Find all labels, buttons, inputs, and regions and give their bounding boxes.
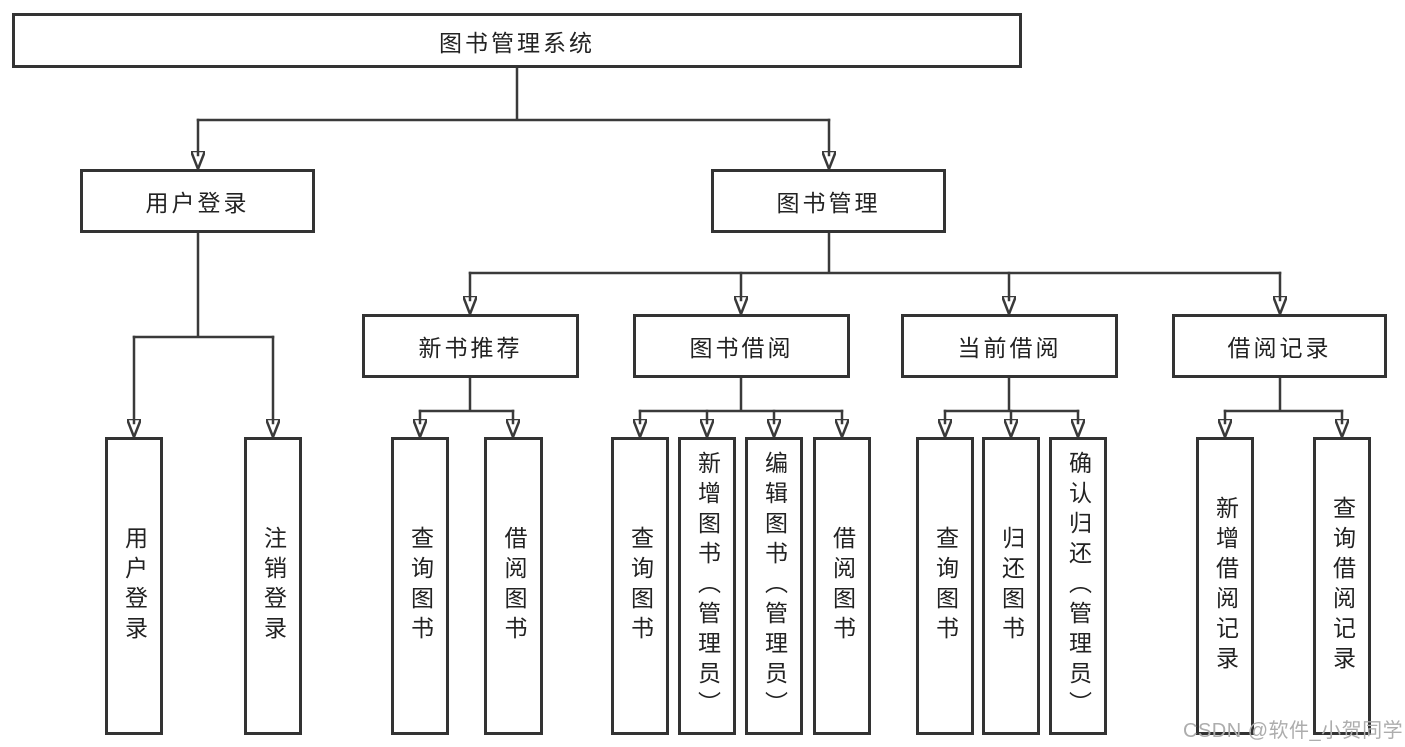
leaf-query-books-current: 查询图书 [916, 437, 974, 735]
edge-trunks-and-crossbars [132, 66, 1344, 413]
leaf-label: 新增借阅记录 [1212, 496, 1239, 676]
leaf-label: 注销登录 [260, 526, 287, 646]
leaf-return-books: 归还图书 [982, 437, 1040, 735]
node-new-book-recommendation: 新书推荐 [362, 314, 579, 378]
node-book-management: 图书管理 [711, 169, 946, 233]
leaf-label: 确认归还（管理员） [1065, 451, 1092, 721]
leaf-query-borrow-record: 查询借阅记录 [1313, 437, 1371, 735]
leaf-query-books-borrowing: 查询图书 [611, 437, 669, 735]
node-book-borrowing: 图书借阅 [633, 314, 850, 378]
leaf-edit-books-admin: 编辑图书（管理员） [745, 437, 803, 735]
leaf-add-books-admin: 新增图书（管理员） [678, 437, 736, 735]
leaf-label: 新增图书（管理员） [694, 451, 721, 721]
node-label: 借阅记录 [1227, 335, 1332, 361]
leaf-label: 借阅图书 [829, 526, 856, 646]
leaf-confirm-return-admin: 确认归还（管理员） [1049, 437, 1107, 735]
leaf-logout: 注销登录 [244, 437, 302, 735]
watermark: CSDN @软件_小贺同学 [1183, 720, 1404, 742]
leaf-user-login: 用户登录 [105, 437, 163, 735]
leaf-query-books-recommend: 查询图书 [391, 437, 449, 735]
leaf-label: 查询图书 [627, 526, 654, 646]
node-current-borrowing: 当前借阅 [901, 314, 1118, 378]
node-label: 用户登录 [145, 190, 250, 216]
node-library-system-root: 图书管理系统 [12, 13, 1022, 68]
node-label: 图书借阅 [689, 335, 794, 361]
node-borrowing-records: 借阅记录 [1172, 314, 1387, 378]
leaf-label: 归还图书 [998, 526, 1025, 646]
leaf-borrow-books-recommend: 借阅图书 [484, 437, 543, 735]
leaf-label: 查询图书 [407, 526, 434, 646]
leaf-label: 编辑图书（管理员） [761, 451, 788, 721]
leaf-borrow-books-borrowing: 借阅图书 [813, 437, 871, 735]
leaf-label: 借阅图书 [501, 526, 527, 646]
node-label: 新书推荐 [418, 335, 523, 361]
node-user-login: 用户登录 [80, 169, 315, 233]
node-label: 当前借阅 [957, 335, 1062, 361]
node-label: 图书管理系统 [439, 29, 595, 56]
leaf-add-borrow-record: 新增借阅记录 [1196, 437, 1254, 735]
leaf-label: 查询图书 [932, 526, 959, 646]
leaf-label: 查询借阅记录 [1329, 496, 1356, 676]
node-label: 图书管理 [776, 190, 881, 216]
leaf-label: 用户登录 [121, 526, 148, 646]
